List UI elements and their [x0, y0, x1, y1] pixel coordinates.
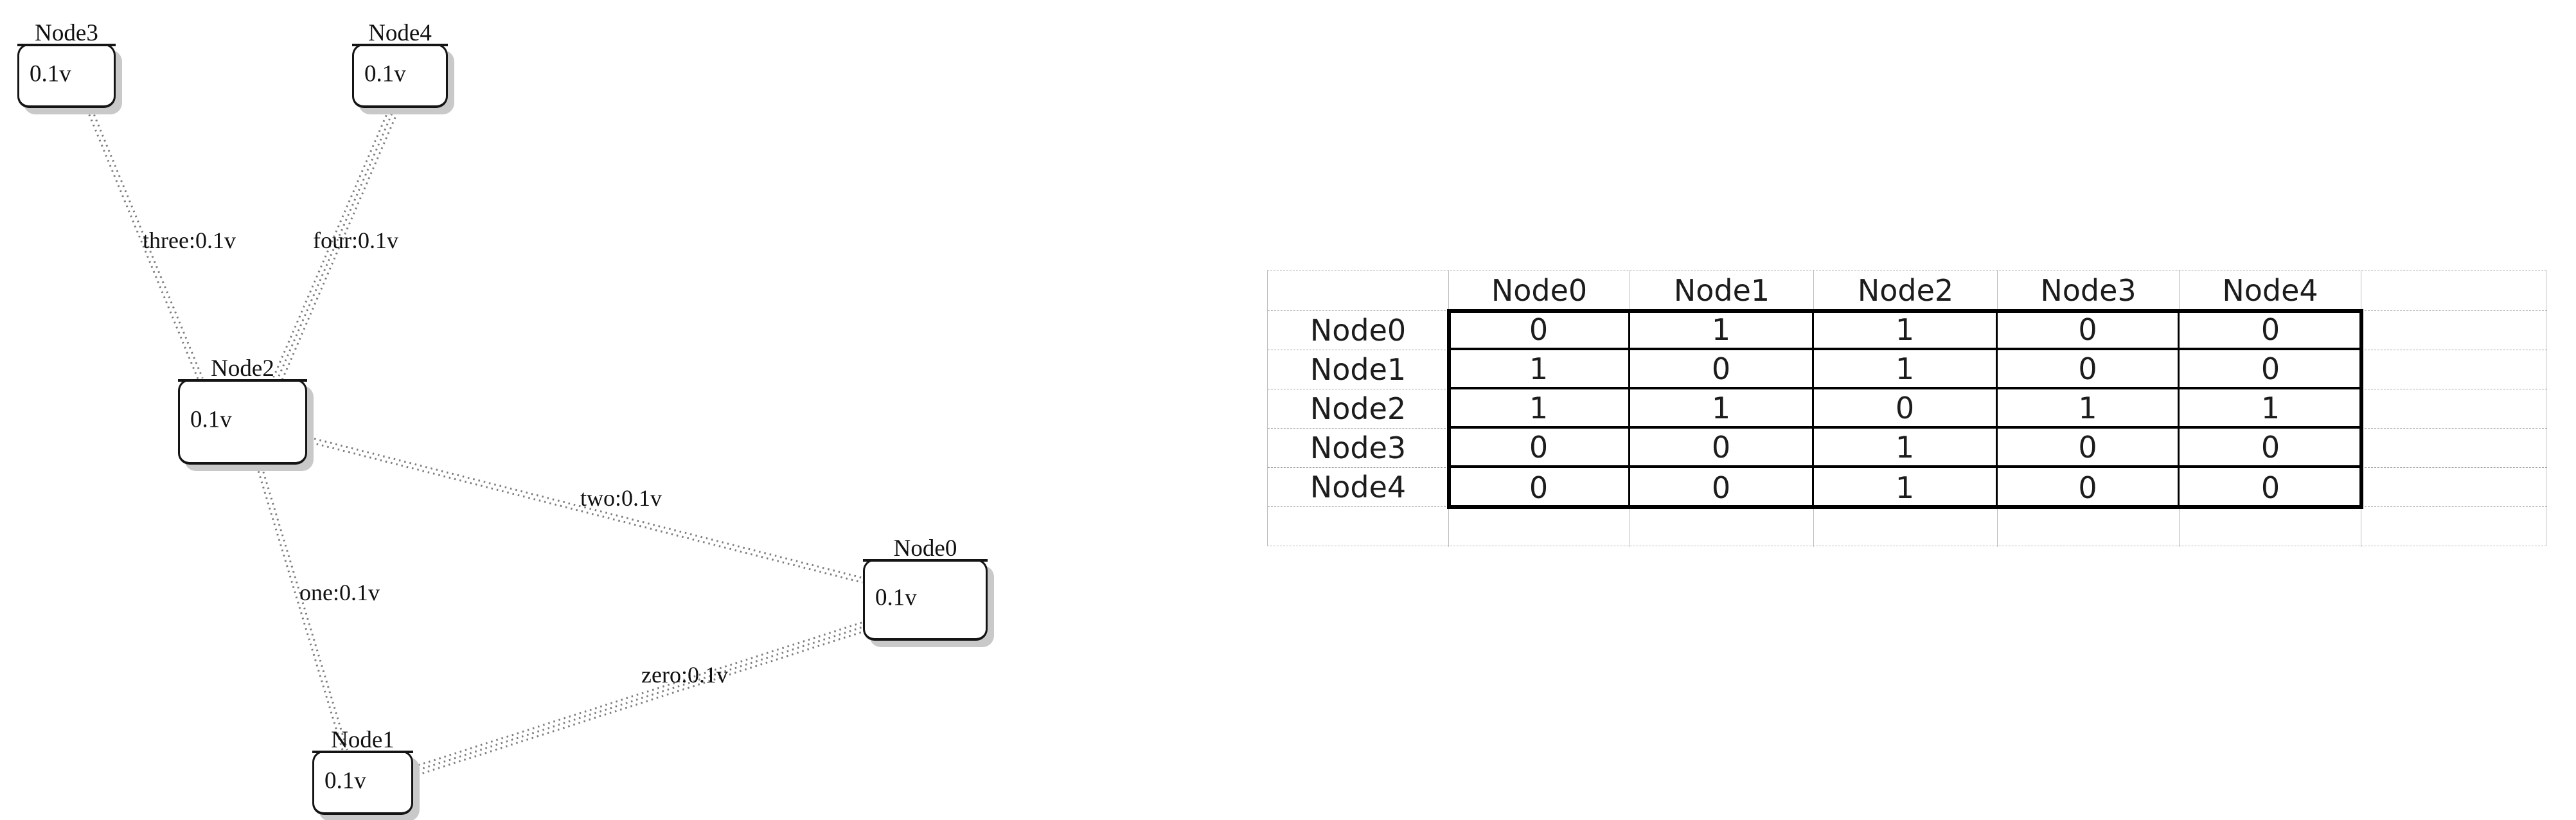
edge-three-label: three:0.1v — [143, 227, 236, 253]
matrix-cell-Node1-Node2[interactable]: 1 — [1814, 350, 1998, 389]
node-value-Node4: 0.1v — [364, 60, 406, 87]
node-value-Node0: 0.1v — [875, 584, 917, 611]
matrix-cell-Node2-Node1[interactable]: 1 — [1630, 389, 1814, 429]
node-title-Node2: Node2 — [211, 355, 274, 382]
node-title-Node4: Node4 — [368, 20, 432, 46]
col-header-Node0: Node0 — [1449, 271, 1630, 311]
edge-one-label: one:0.1v — [299, 580, 380, 605]
matrix-cell-Node0-Node0[interactable]: 0 — [1449, 311, 1630, 350]
edge-one — [256, 466, 348, 752]
matrix-cell-Node1-Node0[interactable]: 1 — [1449, 350, 1630, 389]
col-header-Node4: Node4 — [2180, 271, 2361, 311]
matrix-cell-Node4-Node2[interactable]: 1 — [1814, 468, 1998, 507]
matrix-cell-Node2-Node2[interactable]: 0 — [1814, 389, 1998, 429]
trailing-empty-cell — [2361, 389, 2547, 429]
node-title-Node0: Node0 — [893, 535, 957, 562]
matrix-cell-Node0-Node1[interactable]: 1 — [1630, 311, 1814, 350]
trailing-empty-cell — [2361, 350, 2547, 389]
matrix-cell-Node4-Node0[interactable]: 0 — [1449, 468, 1630, 507]
matrix-cell-Node3-Node4[interactable]: 0 — [2180, 429, 2361, 468]
matrix-cell-Node3-Node3[interactable]: 0 — [1998, 429, 2180, 468]
col-header-Node1: Node1 — [1630, 271, 1814, 311]
trailing-empty-cell — [2361, 311, 2547, 350]
matrix-cell-Node4-Node4[interactable]: 0 — [2261, 470, 2280, 505]
graph-node-Node0[interactable]: Node0 0.1v — [863, 537, 988, 641]
matrix-cell-Node0-Node4[interactable]: 0 — [2180, 311, 2361, 350]
matrix-cell-Node4-Node3[interactable]: 0 — [1998, 468, 2180, 507]
edge-four-label: four:0.1v — [313, 227, 398, 253]
graph-node-Node2[interactable]: Node2 0.1v — [178, 357, 307, 465]
node-value-Node3: 0.1v — [30, 60, 71, 87]
graph-node-Node1[interactable]: Node1 0.1v — [312, 728, 413, 815]
row-header-Node3: Node3 — [1268, 429, 1449, 468]
matrix-cell-Node3-Node1[interactable]: 0 — [1630, 429, 1814, 468]
empty-row-cell — [1998, 507, 2180, 547]
matrix-cell-Node4-Node1[interactable]: 0 — [1630, 468, 1814, 507]
matrix-cell-Node2-Node4[interactable]: 1 — [2180, 389, 2361, 429]
matrix-cell-Node1-Node4[interactable]: 0 — [2180, 350, 2361, 389]
corner-cell — [1268, 271, 1449, 311]
empty-row-cell — [2361, 507, 2547, 547]
node-title-Node1: Node1 — [331, 727, 395, 753]
graph-node-Node4[interactable]: Node4 0.1v — [352, 21, 448, 108]
edge-four — [272, 108, 398, 382]
matrix-cell-Node2-Node3[interactable]: 1 — [1998, 389, 2180, 429]
edge-two — [307, 436, 864, 584]
header-empty-cell — [2361, 271, 2547, 311]
empty-row-cell — [1449, 507, 1630, 547]
edge-zero-label: zero:0.1v — [641, 662, 728, 688]
matrix-cell-Node2-Node0[interactable]: 1 — [1449, 389, 1630, 429]
row-header-Node0: Node0 — [1268, 311, 1449, 350]
matrix-cell-Node1-Node3[interactable]: 0 — [1998, 350, 2180, 389]
row-header-Node1: Node1 — [1268, 350, 1449, 389]
graph-node-Node3[interactable]: Node3 0.1v — [17, 21, 116, 108]
matrix-cell-Node0-Node3[interactable]: 0 — [1998, 311, 2180, 350]
trailing-empty-cell — [2361, 429, 2547, 468]
empty-row-cell — [1268, 507, 1449, 547]
edge-zero — [413, 621, 866, 777]
col-header-Node2: Node2 — [1814, 271, 1998, 311]
node-value-Node2: 0.1v — [190, 406, 232, 433]
matrix-cell-Node3-Node2[interactable]: 1 — [1814, 429, 1998, 468]
matrix-cell-Node3-Node0[interactable]: 0 — [1449, 429, 1630, 468]
col-header-Node3: Node3 — [1998, 271, 2180, 311]
matrix-cell-Node0-Node2[interactable]: 1 — [1814, 311, 1998, 350]
matrix-cell-Node1-Node1[interactable]: 0 — [1630, 350, 1814, 389]
empty-row-cell — [1814, 507, 1998, 547]
node-value-Node1: 0.1v — [324, 767, 366, 794]
edge-two-label: two:0.1v — [580, 485, 662, 511]
row-header-Node4: Node4 — [1268, 468, 1449, 507]
row-header-Node2: Node2 — [1268, 389, 1449, 429]
edge-three — [87, 109, 204, 380]
node-title-Node3: Node3 — [35, 20, 98, 46]
trailing-empty-cell — [2361, 468, 2547, 507]
empty-row-cell — [1630, 507, 1814, 547]
empty-row-cell — [2180, 507, 2361, 547]
